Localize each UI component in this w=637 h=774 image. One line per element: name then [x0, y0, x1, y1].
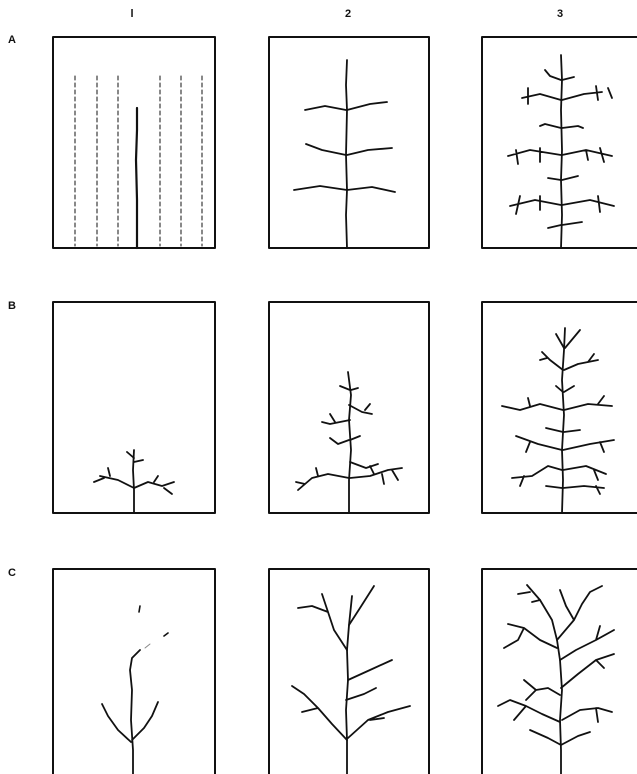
- panel-b3: [482, 302, 637, 513]
- tree-b3: [502, 328, 614, 513]
- panel-c2: [269, 569, 429, 774]
- tree-c1: [102, 606, 168, 774]
- tree-c2: [292, 586, 410, 774]
- tree-b2: [296, 372, 402, 513]
- panel-a1: [53, 37, 215, 248]
- panel-a2: [269, 37, 429, 248]
- tree-b1: [94, 450, 174, 513]
- panel-frame: [269, 569, 429, 774]
- tree-c3: [498, 585, 614, 774]
- panel-a3: [482, 37, 637, 248]
- panel-c3: [482, 569, 637, 774]
- panel-b2: [269, 302, 429, 513]
- tree-a2: [294, 60, 395, 248]
- panel-frame: [269, 37, 429, 248]
- panel-frame: [53, 569, 215, 774]
- panel-frame: [53, 37, 215, 248]
- panel-b1: [53, 302, 215, 513]
- panel-c1: [53, 569, 215, 774]
- guide-lines: [75, 76, 202, 246]
- panel-frame: [482, 37, 637, 248]
- tree-a3: [508, 55, 614, 248]
- whip-stem: [136, 108, 137, 248]
